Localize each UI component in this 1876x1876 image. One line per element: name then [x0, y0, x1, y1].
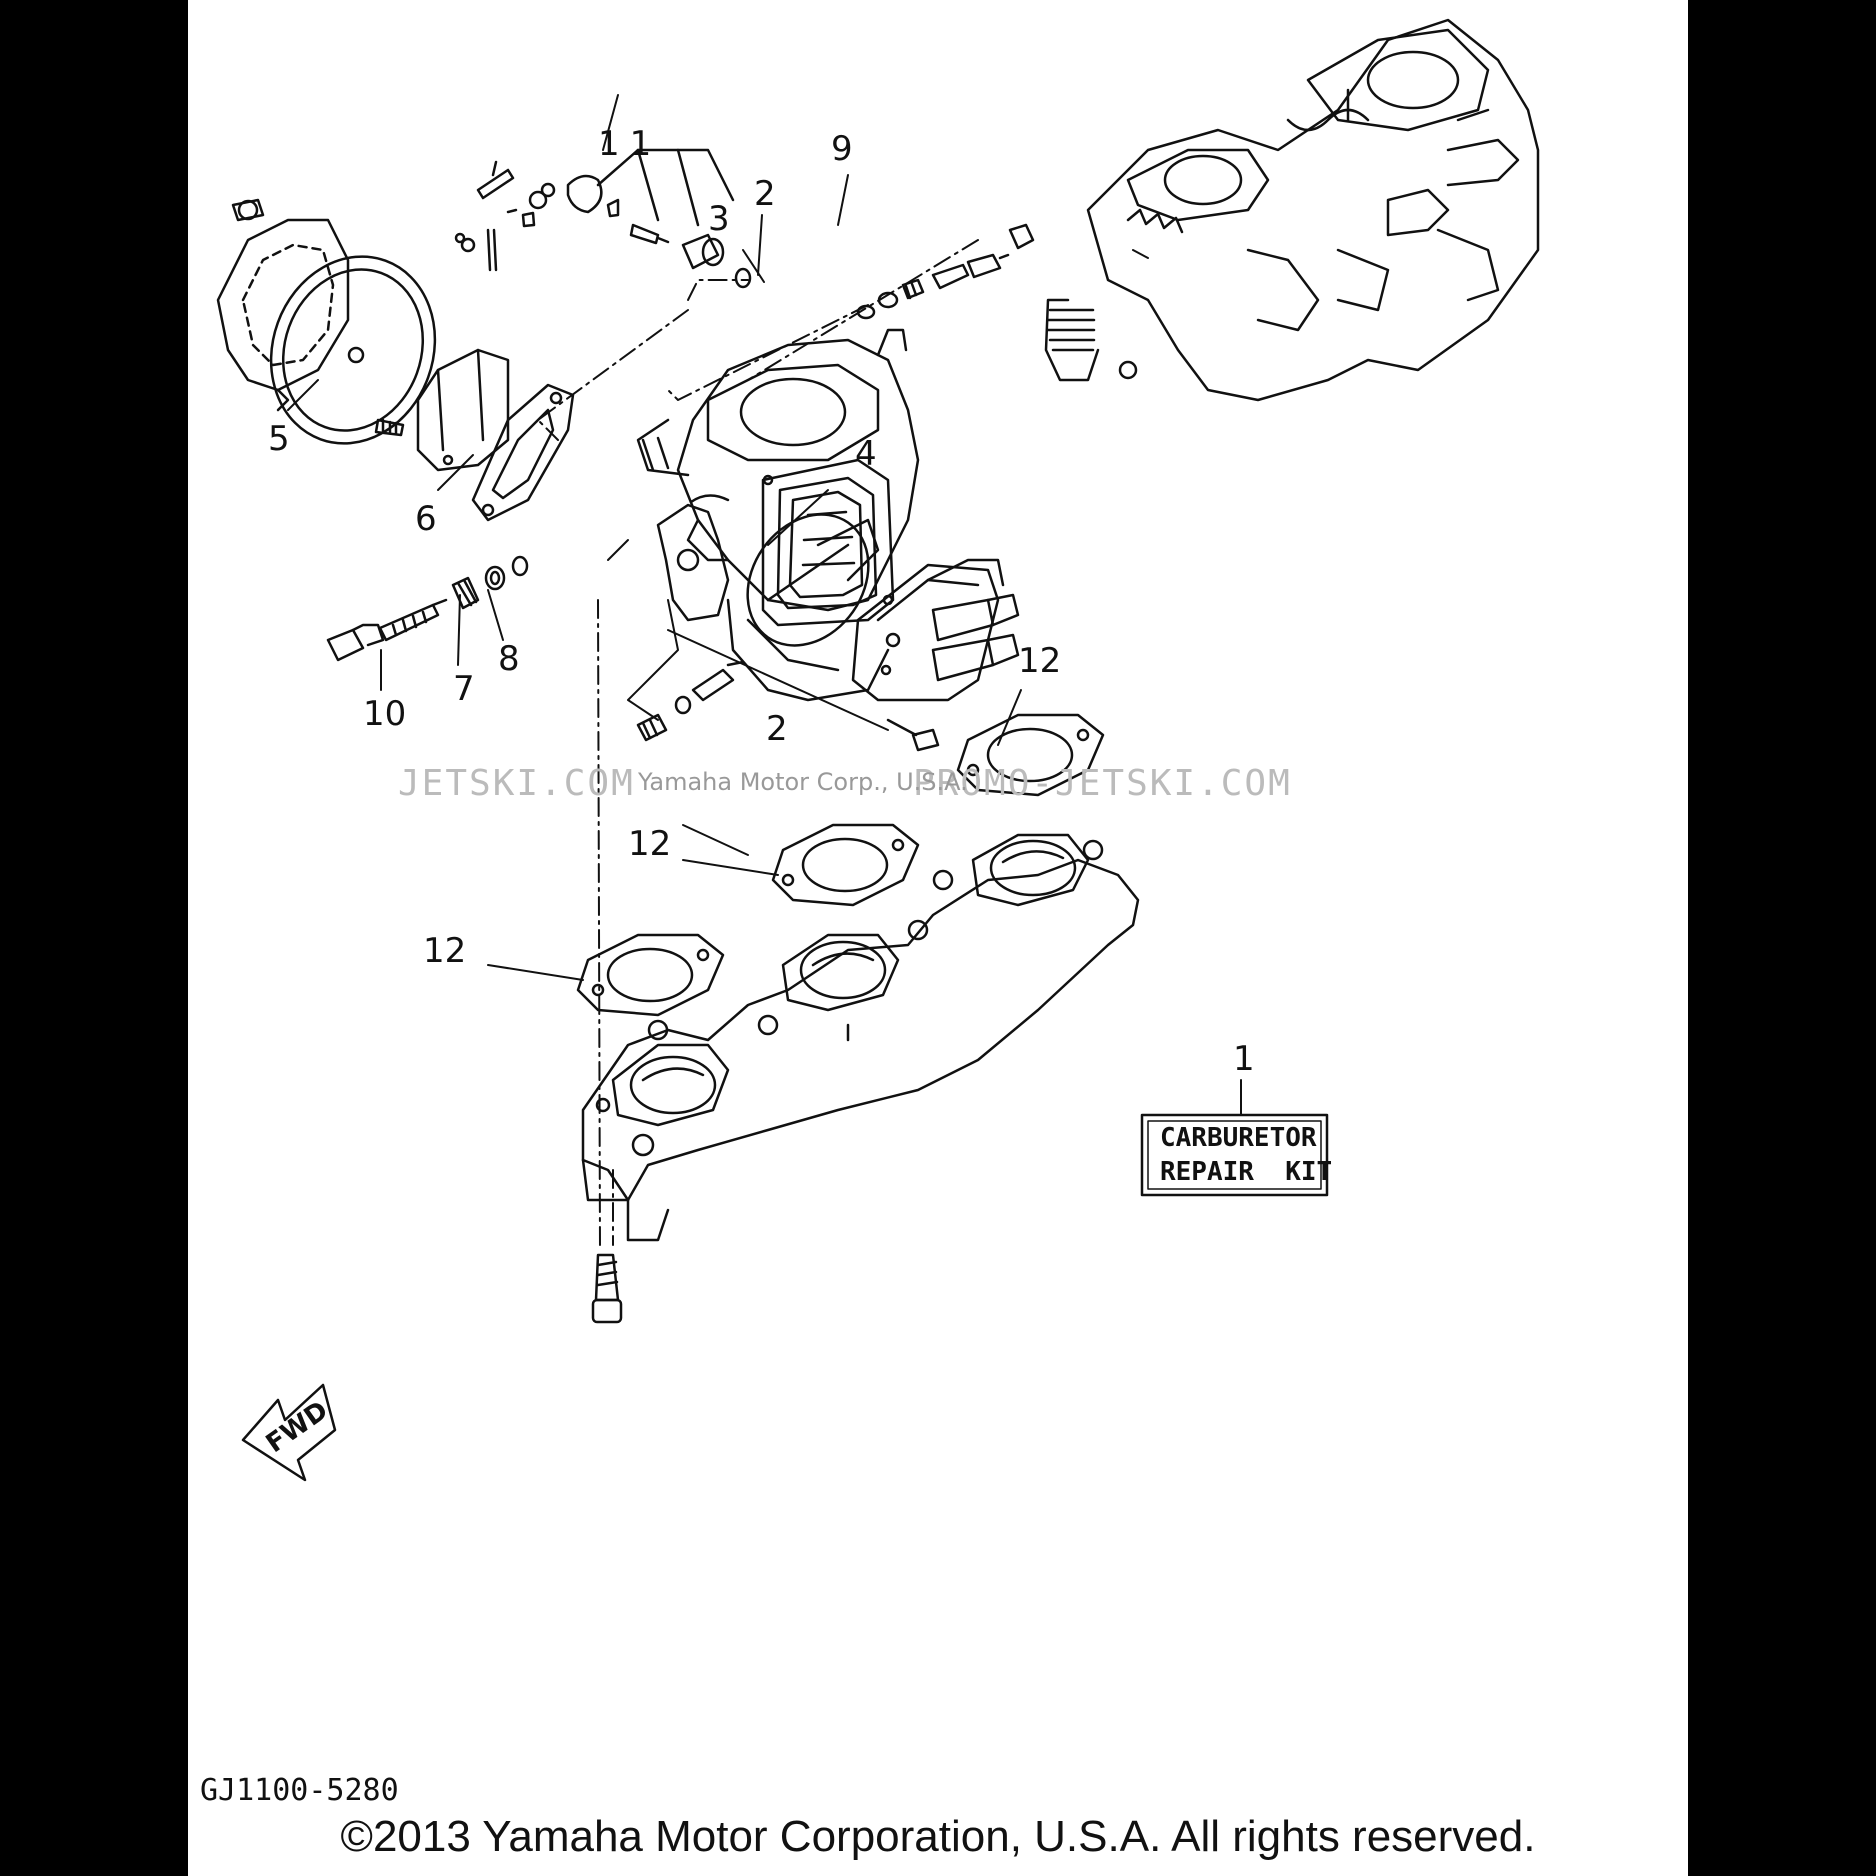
repair-kit-line2: REPAIR KIT	[1160, 1157, 1332, 1187]
callout-1: 1	[1233, 1039, 1255, 1079]
pilot-screw-parts-left	[326, 555, 529, 662]
diagram-page: JETSKI.COM PROMO-JETSKI.COM Yamaha Motor…	[188, 0, 1688, 1876]
callout-10: 10	[363, 694, 406, 734]
pump-cover-assembly	[216, 198, 575, 522]
callout-2-bottom: 2	[766, 709, 788, 749]
rear-carburetor	[1044, 18, 1540, 402]
carburetor-exploded-diagram: JETSKI.COM PROMO-JETSKI.COM Yamaha Motor…	[200, 18, 1540, 1808]
diagram-code: GJ1100-5280	[200, 1773, 399, 1808]
callout-5: 5	[268, 419, 290, 459]
assembly-lines	[537, 239, 1149, 1251]
callout-2-top: 2	[754, 174, 776, 214]
callout-leaders	[287, 94, 1242, 1116]
callout-6: 6	[415, 499, 437, 539]
callout-8: 8	[498, 639, 520, 679]
callout-11: 11	[598, 124, 661, 164]
intake-manifold	[581, 833, 1140, 1242]
fwd-label: FWD	[261, 1395, 334, 1459]
repair-kit-inner-border	[1147, 1120, 1322, 1190]
callout-12-middle: 12	[628, 824, 671, 864]
callout-12-top: 12	[1018, 641, 1061, 681]
gaskets	[576, 713, 1105, 1017]
repair-kit-line1: CARBURETOR	[1160, 1123, 1317, 1153]
callout-4: 4	[855, 434, 877, 474]
throttle-plate-and-cover	[746, 513, 1020, 752]
copyright-notice: ©2013 Yamaha Motor Corporation, U.S.A. A…	[340, 1812, 1536, 1861]
callout-7: 7	[453, 669, 475, 709]
callout-9: 9	[831, 129, 853, 169]
manifold-bolt	[591, 1253, 623, 1324]
watermark-right: PROMO-JETSKI.COM	[913, 763, 1292, 804]
repair-kit-box	[1140, 1113, 1329, 1197]
assembly-lines-solid	[607, 539, 889, 731]
watermark-middle: Yamaha Motor Corp., U.S.A.	[637, 768, 968, 796]
callout-12-bottom: 12	[423, 931, 466, 971]
needle-valve-parts	[454, 148, 752, 289]
pilot-screw-parts-top	[856, 223, 1035, 320]
watermark-left: JETSKI.COM	[398, 763, 635, 804]
fwd-arrow-icon	[241, 1383, 337, 1482]
front-carburetor	[636, 328, 920, 702]
callout-3: 3	[708, 199, 730, 239]
